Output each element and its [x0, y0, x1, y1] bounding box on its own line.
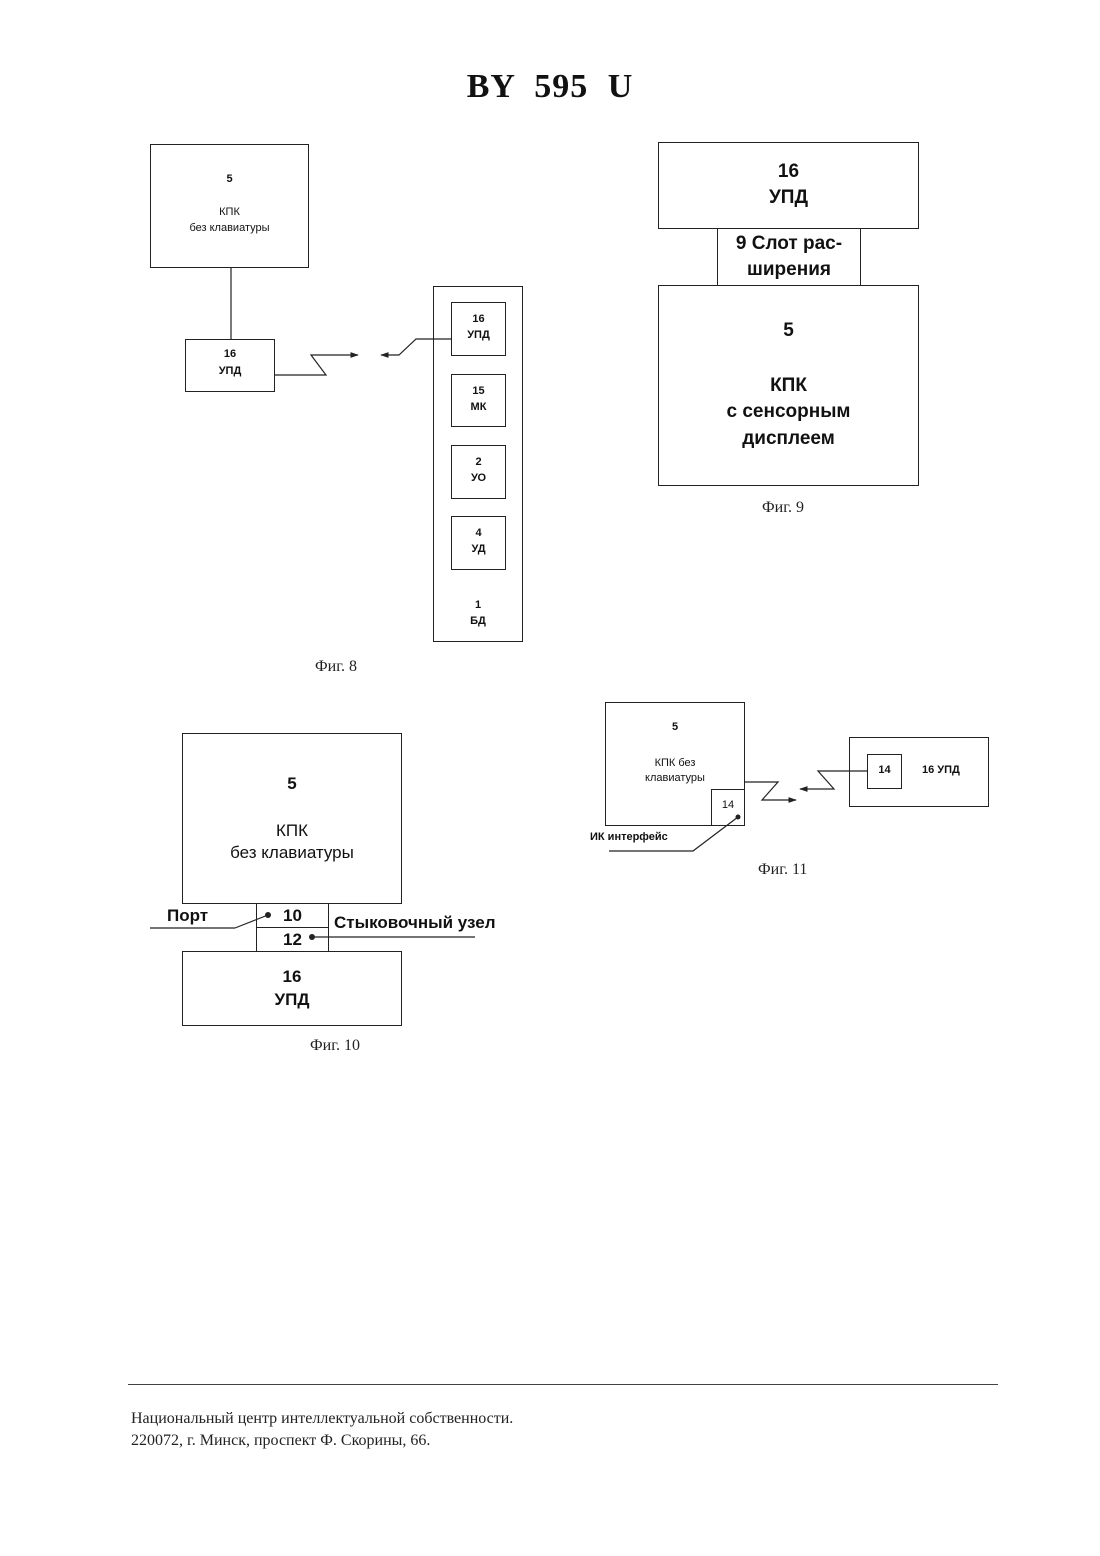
footer-address: 220072, г. Минск, проспект Ф. Скорины, 6… — [131, 1432, 430, 1450]
fig10-dock-dot — [309, 934, 315, 940]
fig11-ir-interface-leader — [609, 817, 738, 851]
fig11-ir-dot — [736, 815, 741, 820]
fig10-port-leader-diag — [235, 915, 268, 928]
fig11-wireless-left-symbol — [745, 782, 796, 800]
fig8-wireless-right-symbol — [381, 339, 451, 355]
fig8-wireless-left-symbol — [275, 355, 358, 375]
fig11-wireless-right-symbol — [800, 771, 867, 789]
fig10-port-dot — [265, 912, 271, 918]
footer-organization: Национальный центр интеллектуальной собс… — [131, 1410, 513, 1428]
footer-divider — [128, 1384, 998, 1385]
